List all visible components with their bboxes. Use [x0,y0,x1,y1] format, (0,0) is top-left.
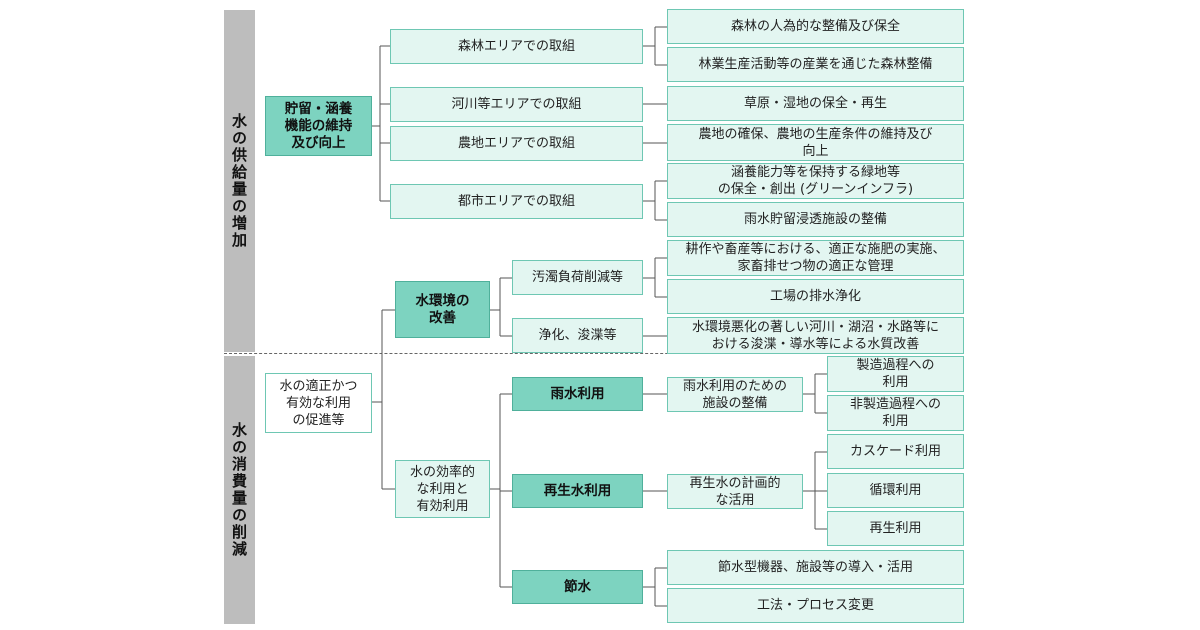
forest-area-node: 森林エリアでの取組 [390,29,643,64]
recycled-circular-use: 循環利用 [827,473,964,508]
rain-use-non-manufacturing: 非製造過程への 利用 [827,395,964,431]
river-area-node: 河川等エリアでの取組 [390,87,643,122]
pollution-detail-2: 工場の排水浄化 [667,279,964,314]
consumption-reduction-label: 水の消費量の削減 [230,422,248,558]
promote-efficient-use-node: 水の適正かつ 有効な利用 の促進等 [265,373,372,433]
saving-detail-2: 工法・プロセス変更 [667,588,964,623]
forest-detail-2: 林業生産活動等の産業を通じた森林整備 [667,47,964,82]
city-area-node: 都市エリアでの取組 [390,184,643,219]
city-detail-2: 雨水貯留浸透施設の整備 [667,202,964,237]
recycled-reuse: 再生利用 [827,511,964,546]
purification-detail-1: 水環境悪化の著しい河川・湖沼・水路等に おける浚渫・導水等による水質改善 [667,317,964,354]
forest-detail-1: 森林の人為的な整備及び保全 [667,9,964,44]
saving-detail-1: 節水型機器、施設等の導入・活用 [667,550,964,585]
recycled-water-use-node: 再生水利用 [512,474,643,508]
water-environment-node: 水環境の 改善 [395,281,490,338]
recycled-cascade-use: カスケード利用 [827,434,964,469]
water-saving-node: 節水 [512,570,643,604]
pollution-reduction-node: 汚濁負荷削減等 [512,260,643,295]
consumption-reduction-label-bar: 水の消費量の削減 [224,356,255,624]
farm-area-node: 農地エリアでの取組 [390,126,643,161]
recycled-plan-node: 再生水の計画的 な活用 [667,474,803,509]
city-detail-1: 涵養能力等を保持する緑地等 の保全・創出 (グリーンインフラ) [667,163,964,199]
supply-increase-label-bar: 水の供給量の増加 [224,10,255,352]
rainwater-facility-node: 雨水利用のための 施設の整備 [667,377,803,412]
supply-increase-label: 水の供給量の増加 [230,113,248,249]
storage-recharge-node: 貯留・涵養 機能の維持 及び向上 [265,96,372,156]
pollution-detail-1: 耕作や畜産等における、適正な施肥の実施、 家畜排せつ物の適正な管理 [667,240,964,276]
farm-detail-1: 農地の確保、農地の生産条件の維持及び 向上 [667,124,964,161]
rainwater-use-node: 雨水利用 [512,377,643,411]
efficient-use-node: 水の効率的 な利用と 有効利用 [395,460,490,518]
purification-node: 浄化、浚渫等 [512,318,643,353]
river-detail-1: 草原・湿地の保全・再生 [667,86,964,121]
section-divider [224,353,964,354]
rain-use-manufacturing: 製造過程への 利用 [827,356,964,392]
